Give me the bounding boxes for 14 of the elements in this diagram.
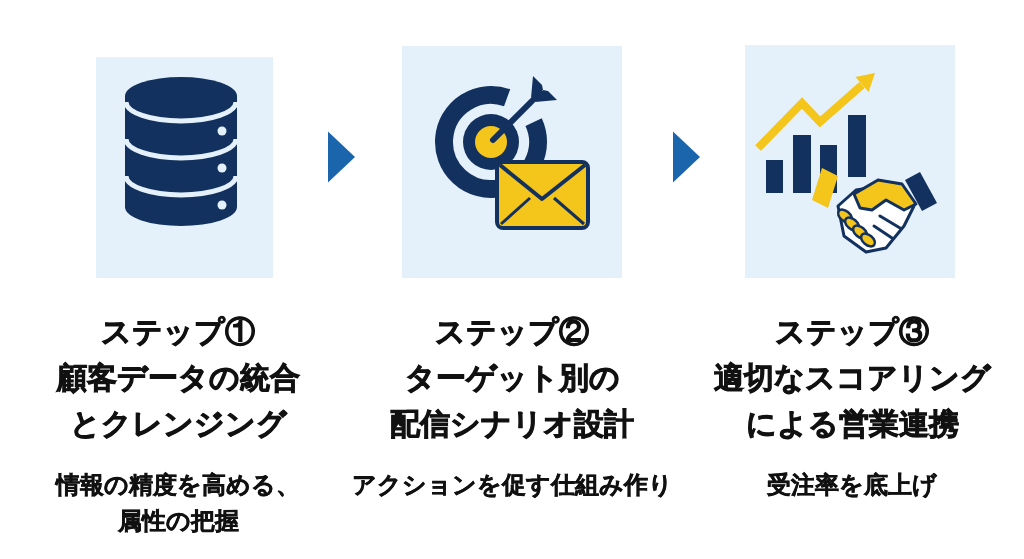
step-title: 顧客データの統合とクレンジング xyxy=(56,360,300,442)
icon-tile xyxy=(96,57,273,278)
step-number: ステップ② xyxy=(435,314,589,350)
chevron-arrow xyxy=(673,131,700,183)
step-number: ステップ① xyxy=(101,314,255,350)
chevron-arrow xyxy=(328,131,355,183)
step-description: アクションを促す仕組み作り xyxy=(351,470,673,500)
step-description: 情報の精度を高める、属性の把握 xyxy=(56,470,300,536)
step-number: ステップ③ xyxy=(775,314,929,350)
step-title: ターゲット別の配信シナリオ設計 xyxy=(390,360,634,442)
icon-tile xyxy=(745,45,955,278)
icon-tile xyxy=(402,46,622,278)
step-title: 適切なスコアリングによる営業連携 xyxy=(713,360,991,442)
step-description: 受注率を底上げ xyxy=(767,470,937,500)
